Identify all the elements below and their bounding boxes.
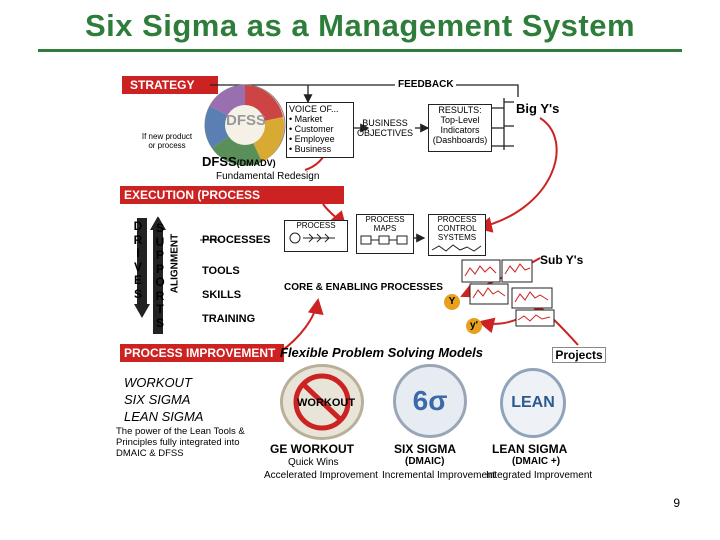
process-box-label: PROCESS xyxy=(296,221,336,230)
process-map-icon xyxy=(360,235,408,245)
process-box: PROCESS xyxy=(284,220,348,252)
dfss-label: DFSS(DMADV) xyxy=(202,154,276,169)
control-chart-icon xyxy=(431,244,482,252)
method-item: WORKOUT xyxy=(124,375,192,390)
core-enabling-label: CORE & ENABLING PROCESSES xyxy=(284,282,443,293)
voice-item: • Business xyxy=(289,144,332,154)
six-sigma-label: SIX SIGMA xyxy=(394,442,457,456)
quick-wins-label: Quick Wins xyxy=(288,457,339,468)
accelerated-label: Accelerated Improvement xyxy=(264,470,378,481)
alignment-label: ALIGNMENT xyxy=(169,233,181,294)
dmaic-label: (DMAIC) xyxy=(405,456,445,467)
process-flow-icon xyxy=(289,232,335,244)
new-product-note: If new product or process xyxy=(141,132,193,150)
feedback-label: FEEDBACK xyxy=(396,79,456,90)
voice-item: • Market xyxy=(289,114,323,124)
drives-letter: S xyxy=(133,286,142,301)
supports-letter: S xyxy=(155,315,164,330)
methods-list: WORKOUT SIX SIGMA LEAN SIGMA xyxy=(124,374,203,425)
lean-logo-text: LEAN xyxy=(511,394,555,411)
integrated-label: Integrated Improvement xyxy=(486,470,593,481)
fundamental-redesign: Fundamental Redesign xyxy=(216,171,320,182)
projects-label: Projects xyxy=(552,347,606,363)
workout-logo: WORKOUT xyxy=(280,364,364,440)
dmadv-text: (DMADV) xyxy=(236,158,276,168)
dfss-text: DFSS xyxy=(202,154,237,169)
drives-letter: I xyxy=(136,246,140,260)
supports-letter: U xyxy=(155,234,165,249)
supports-letter: T xyxy=(156,302,164,316)
y-badge: Y xyxy=(444,294,460,310)
strategy-banner: STRATEGY xyxy=(122,76,218,94)
dmaic-plus-label: (DMAIC +) xyxy=(512,456,561,467)
sub-ys-label: Sub Y's xyxy=(540,253,584,267)
results-box: RESULTS: Top-Level Indicators (Dashboard… xyxy=(428,104,492,152)
no-symbol-icon xyxy=(293,373,351,431)
voice-item: • Employee xyxy=(289,134,335,144)
skills-label: SKILLS xyxy=(202,289,242,301)
process-maps-box: PROCESS MAPS xyxy=(356,214,414,254)
voice-of-box: VOICE OF... • Market • Customer • Employ… xyxy=(286,102,354,158)
processes-label: PROCESSES xyxy=(202,234,271,246)
supports-letter: P xyxy=(155,261,164,276)
drives-letter: D xyxy=(133,219,143,233)
supports-letter: S xyxy=(155,221,164,235)
y-prime-badge: y' xyxy=(466,318,482,334)
supports-column: S U P P O R T S xyxy=(154,221,166,330)
execution-label: EXECUTION (PROCESS MANAGEMENT) xyxy=(124,188,261,220)
incremental-label: Incremental Improvement xyxy=(382,470,496,481)
supports-letter: O xyxy=(155,275,165,289)
supports-letter: P xyxy=(155,248,164,262)
voice-item: • Customer xyxy=(289,124,334,134)
process-control-label: PROCESS CONTROL SYSTEMS xyxy=(437,215,477,242)
method-item: LEAN SIGMA xyxy=(124,409,204,424)
training-label: TRAINING xyxy=(202,313,256,325)
tools-label: TOOLS xyxy=(202,265,240,277)
improvement-label: PROCESS IMPROVEMENT xyxy=(124,346,276,360)
drives-column: D R I V E S xyxy=(132,219,144,301)
lean-sigma-label: LEAN SIGMA xyxy=(492,442,568,456)
method-item: SIX SIGMA xyxy=(124,392,191,407)
drives-letter: E xyxy=(133,273,142,287)
process-maps-label: PROCESS MAPS xyxy=(365,215,405,233)
execution-banner: EXECUTION (PROCESS MANAGEMENT) xyxy=(120,186,344,220)
ge-workout-label: GE WORKOUT xyxy=(270,442,354,456)
dfss-wheel xyxy=(204,84,286,166)
drives-letter: R xyxy=(133,232,143,247)
flexible-models-label: Flexible Problem Solving Models xyxy=(280,345,483,360)
process-control-box: PROCESS CONTROL SYSTEMS xyxy=(428,214,486,256)
lean-logo: LEAN xyxy=(500,368,566,438)
page-title: Six Sigma as a Management System xyxy=(84,8,636,43)
drives-letter: V xyxy=(133,259,142,274)
y-prime-text: y' xyxy=(470,320,478,331)
workout-logo-text: WORKOUT xyxy=(297,397,356,409)
dfss-wheel-label: DFSS xyxy=(225,112,266,129)
big-ys-label: Big Y's xyxy=(516,101,560,116)
y-badge-text: Y xyxy=(448,296,456,307)
strategy-label: STRATEGY xyxy=(130,78,195,92)
sub-y-charts xyxy=(461,259,555,327)
six-sigma-logo-text: 6σ xyxy=(412,385,448,416)
six-sigma-logo: 6σ xyxy=(393,364,467,438)
supports-letter: R xyxy=(155,288,165,303)
title-underline xyxy=(38,49,682,52)
voice-of-heading: VOICE OF... xyxy=(289,104,339,114)
lean-note: The power of the Lean Tools & Principles… xyxy=(116,426,245,459)
page-number: 9 xyxy=(673,496,680,510)
improvement-banner: PROCESS IMPROVEMENT xyxy=(120,344,284,362)
business-objectives: BUSINESS OBJECTIVES xyxy=(356,118,413,138)
